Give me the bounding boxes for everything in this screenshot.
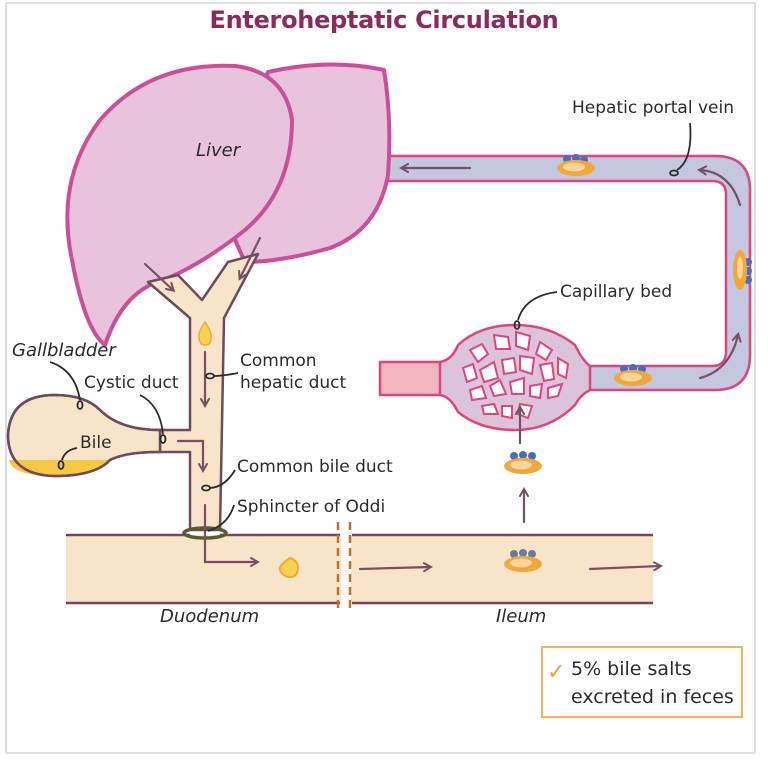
bile-drop-icon <box>198 320 212 346</box>
note-line2: excreted in feces <box>571 686 734 708</box>
label-bile: Bile <box>80 433 112 453</box>
arrow-icon <box>176 439 203 470</box>
leader-lines <box>49 122 692 532</box>
label-common-hepatic-duct-line2: hepatic duct <box>240 373 346 393</box>
arrow-icon <box>698 335 738 380</box>
intestine <box>66 522 653 612</box>
check-icon: ✓ <box>547 660 566 685</box>
label-liver: Liver <box>196 140 242 161</box>
diagram-title: Enteroheptatic Circulation <box>209 6 559 34</box>
arrow-icon <box>358 567 430 569</box>
label-ileum: Ileum <box>496 606 546 627</box>
liver <box>65 62 392 347</box>
label-hepatic-portal-vein: Hepatic portal vein <box>572 98 734 118</box>
label-common-bile-duct: Common bile duct <box>237 457 393 477</box>
bile-salt-icon <box>733 250 752 290</box>
arrow-icon <box>700 170 742 207</box>
label-cystic-duct: Cystic duct <box>84 373 179 393</box>
label-capillary-bed: Capillary bed <box>560 282 672 302</box>
arrow-icon <box>240 236 262 278</box>
flow-arrows <box>143 168 742 569</box>
bile-salt-icon <box>614 364 652 386</box>
bile-salt-icon <box>504 549 542 572</box>
label-duodenum: Duodenum <box>160 606 259 627</box>
arrow-icon <box>203 503 257 562</box>
note-line1: 5% bile salts <box>571 658 692 680</box>
bile-salt-icon <box>557 154 595 176</box>
excretion-note: ✓ 5% bile salts excreted in feces <box>541 646 743 718</box>
bile-drop-icon <box>278 556 300 579</box>
label-common-hepatic-duct-line1: Common <box>240 351 317 371</box>
arrow-icon <box>588 566 660 569</box>
bile-salt-icon <box>504 451 542 474</box>
label-sphincter-of-oddi: Sphincter of Oddi <box>237 497 385 517</box>
arrow-icon <box>143 262 173 290</box>
label-gallbladder: Gallbladder <box>12 340 117 361</box>
capillary-bed <box>378 323 592 432</box>
